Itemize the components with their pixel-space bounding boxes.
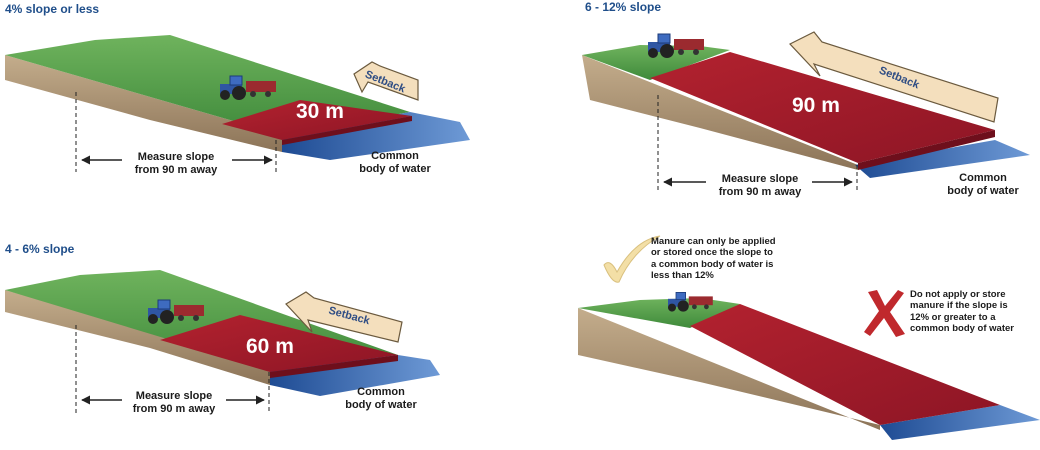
panel-2-scene	[582, 31, 1030, 192]
panel-3-setback-zone	[160, 315, 398, 372]
panel-2-setback-zone	[650, 52, 995, 163]
panel-2-grass	[582, 45, 730, 80]
panel-2-zone-edge	[858, 130, 995, 170]
panel-3-scene	[5, 270, 440, 414]
panel-3-water-label: Common body of water	[345, 386, 417, 412]
panel-1-distance-label: 30 m	[296, 100, 344, 123]
panel-2-title: 6 - 12% slope	[585, 0, 662, 14]
panel-1-zone-edge	[282, 116, 412, 145]
panel-4-steep-zone	[690, 304, 1000, 425]
panel-4-grass	[578, 298, 740, 328]
panel-3-setback-arrow-icon	[285, 291, 403, 343]
panel-4-allowed-note: Manure can only be applied or stored onc…	[651, 236, 776, 282]
panel-4-soil	[578, 308, 880, 430]
panel-4-water	[880, 405, 1040, 440]
panel-3-title: 4 - 6% slope	[5, 242, 75, 256]
panel-1-water-label: Common body of water	[359, 150, 431, 176]
panel-4-scene	[578, 235, 1040, 440]
panel-1-title: 4% slope or less	[5, 2, 100, 16]
checkmark-icon	[603, 235, 661, 283]
panel-2-water	[855, 140, 1030, 178]
cross-icon	[864, 290, 905, 337]
panel-1-water	[282, 112, 470, 160]
panel-3-measure-label: Measure slope from 90 m away	[132, 390, 216, 416]
panel-2-setback-arrow-icon	[789, 31, 999, 123]
panel-1-soil	[5, 55, 282, 152]
panel-4-prohibited-note: Do not apply or store manure if the slop…	[910, 289, 1014, 335]
panel-2-water-label: Common body of water	[947, 172, 1019, 198]
panel-2-soil	[582, 55, 858, 170]
panel-3-zone-edge	[270, 355, 398, 378]
panel-1-scene	[5, 35, 470, 172]
panel-3-distance-label: 60 m	[246, 335, 294, 358]
panel-1-measure-label: Measure slope from 90 m away	[134, 151, 218, 177]
panel-1-setback-zone	[222, 100, 412, 140]
panel-1-setback-arrow-icon	[353, 61, 419, 101]
panel-3-soil	[5, 290, 270, 385]
panel-2-distance-label: 90 m	[792, 94, 840, 117]
panel-2-measure-label: Measure slope from 90 m away	[718, 173, 802, 199]
